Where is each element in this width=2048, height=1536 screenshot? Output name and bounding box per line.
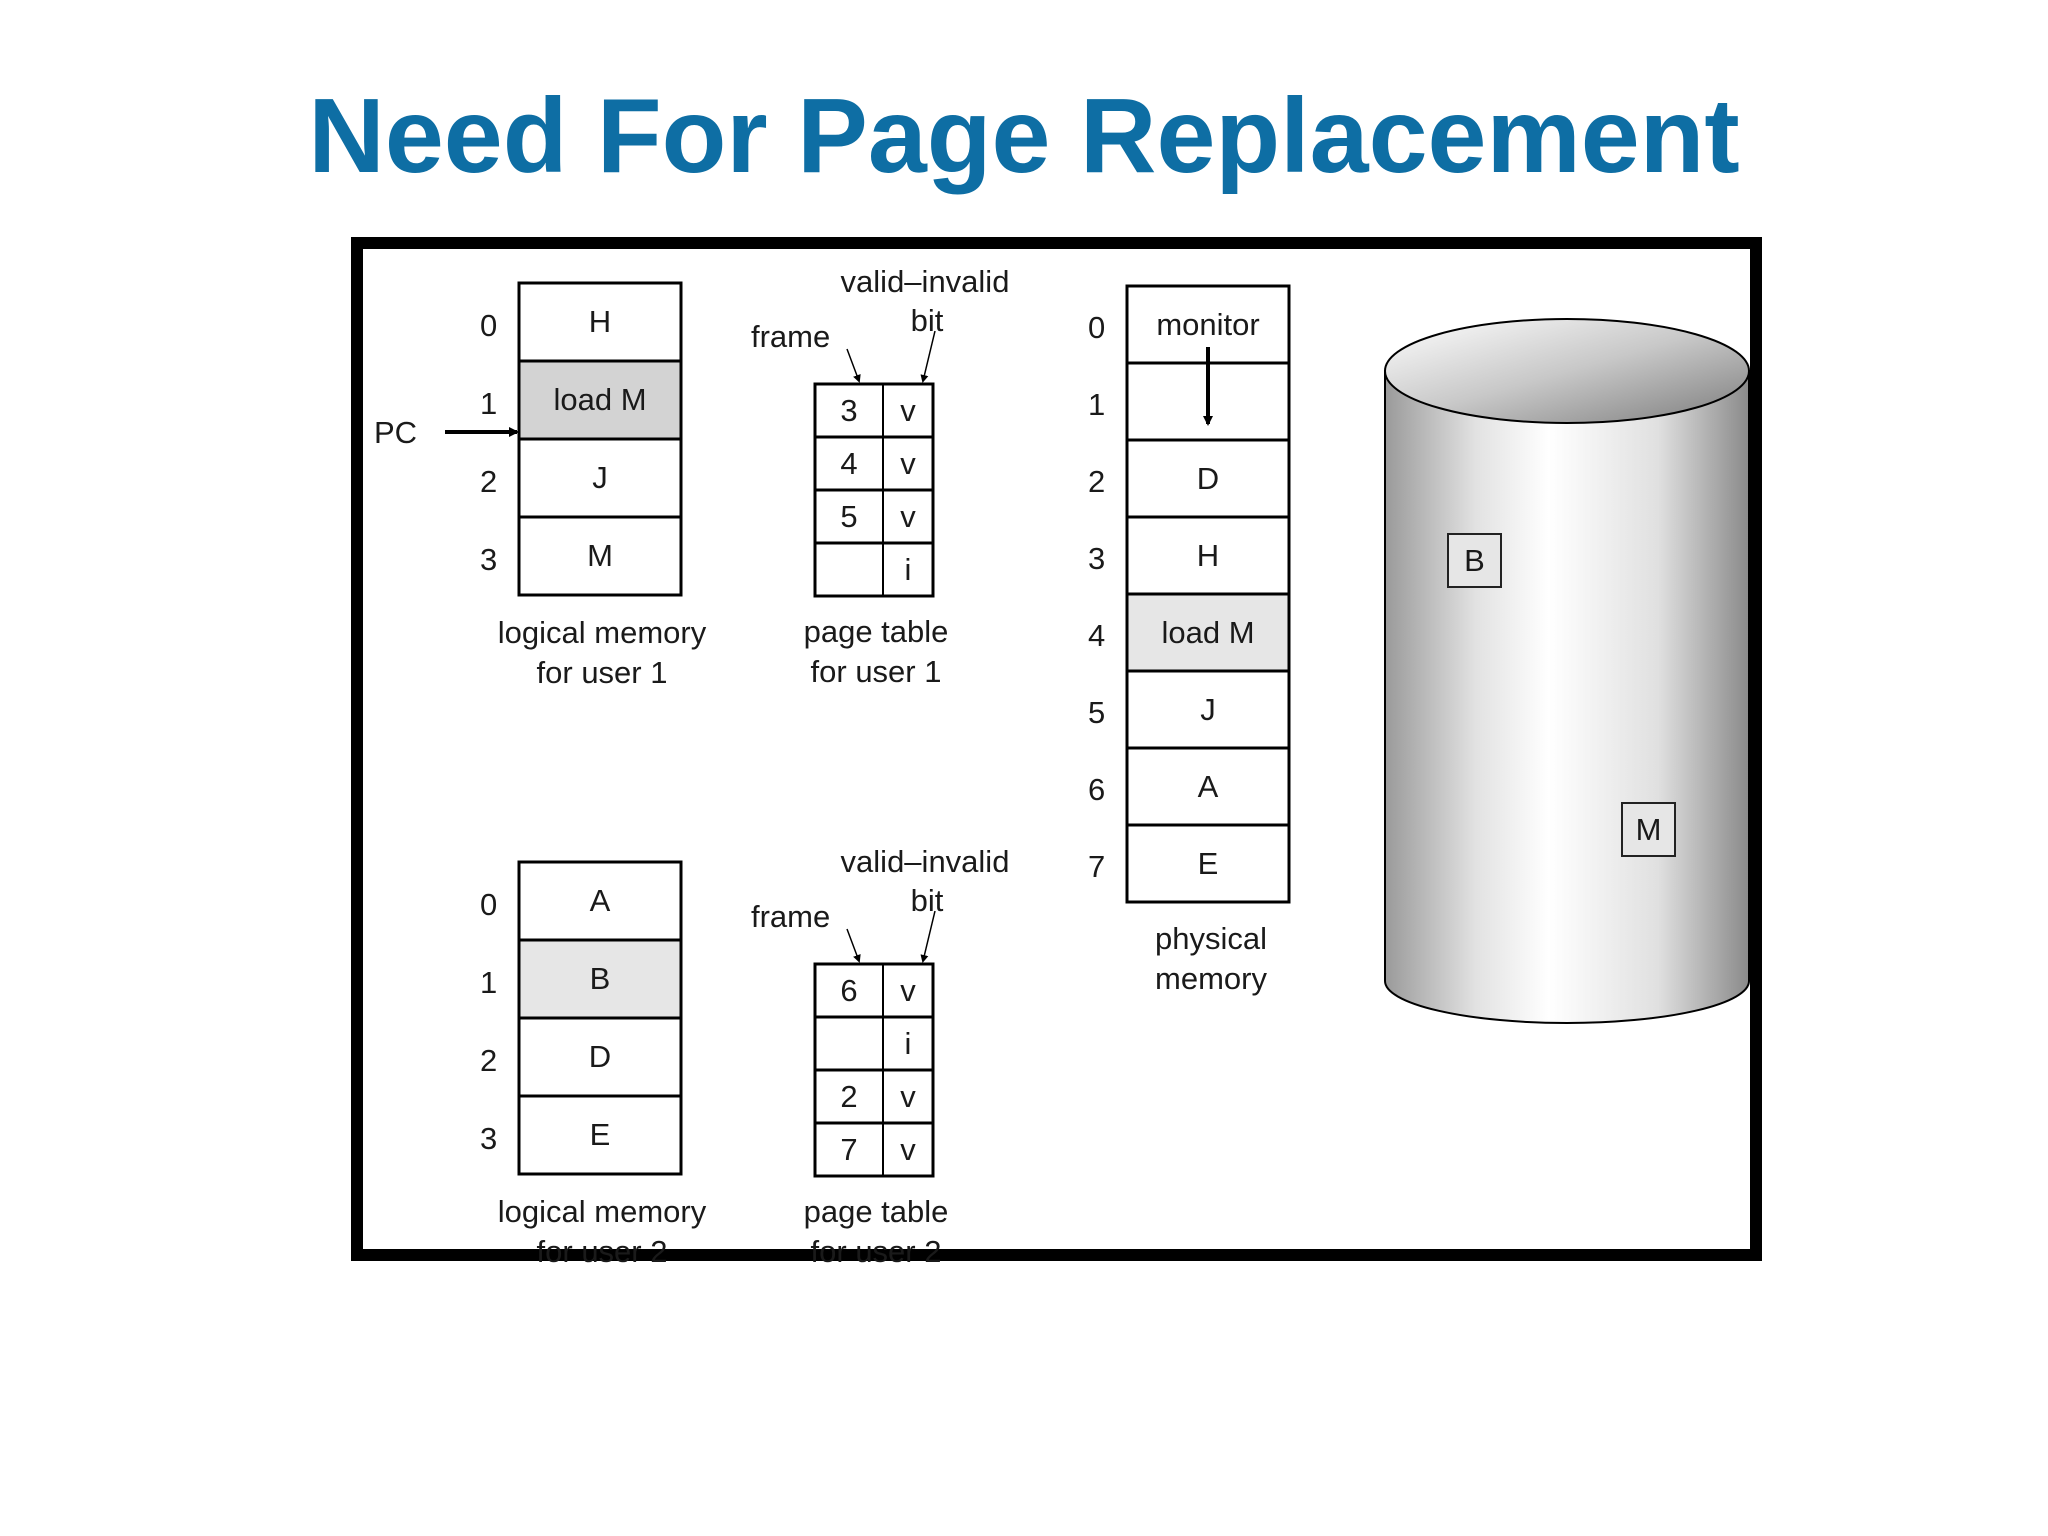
pt2-caption-line1: page table (803, 1194, 949, 1229)
pt1-caption-line2: for user 1 (810, 654, 942, 689)
pm-cell: E (1197, 845, 1219, 881)
page-table-user1 (813, 330, 936, 598)
pm-index-7: 7 (1088, 849, 1106, 884)
pm-cell: A (1197, 768, 1219, 804)
lm2-index-1: 1 (480, 965, 498, 1000)
lm2-caption-line2: for user 2 (536, 1234, 668, 1269)
lm2-cell: B (589, 961, 611, 996)
lm2-index-0: 0 (480, 887, 498, 922)
diagram-graphics (445, 281, 1750, 1178)
pt1-frame-cell (815, 543, 883, 596)
lm1-caption-line1: logical memory (497, 615, 707, 650)
pt2-bit-cell: i (904, 1025, 912, 1061)
pt2-bit-cell: v (900, 972, 916, 1008)
lm2-cell: A (589, 883, 611, 918)
pm-cell (1127, 363, 1289, 440)
pt2-bit-cell: v (900, 1131, 916, 1167)
pt2-frame-cell: 7 (840, 1131, 858, 1167)
disk-cylinder (1384, 318, 1750, 1024)
page-title: Need For Page Replacement (308, 77, 1740, 195)
physical-memory-table (1125, 284, 1291, 904)
lm1-cell: H (588, 304, 612, 339)
lm1-cell: load M (553, 382, 647, 417)
pt1-caption-line1: page table (803, 614, 949, 649)
pt2-valid-label-line2: bit (910, 883, 944, 918)
pt2-frame-cell (815, 1017, 883, 1070)
pt2-caption-line2: for user 2 (810, 1234, 942, 1269)
pt1-valid-label-line1: valid–invalid (840, 264, 1010, 299)
pt1-bit-cell: i (904, 551, 912, 587)
pt1-valid-label-line2: bit (910, 303, 944, 338)
pm-index-6: 6 (1088, 772, 1106, 807)
lm1-index-2: 2 (480, 464, 498, 499)
pm-index-3: 3 (1088, 541, 1106, 576)
pm-index-5: 5 (1088, 695, 1106, 730)
lm2-index-2: 2 (480, 1043, 498, 1078)
pm-cell: monitor (1156, 306, 1260, 342)
lm1-index-3: 3 (480, 542, 498, 577)
pt1-frame-cell: 5 (840, 498, 858, 534)
logical-memory-user1 (517, 281, 683, 597)
pt1-frame-cell: 4 (840, 445, 858, 481)
pt1-bit-cell: v (900, 498, 916, 534)
pm-cell: load M (1161, 614, 1255, 650)
pt1-frame-label: frame (751, 319, 831, 354)
pm-index-2: 2 (1088, 464, 1106, 499)
diagram-frame: 0 1 2 3 H load M J M PC logical memory f… (351, 237, 1762, 1269)
pt1-bit-cell: v (900, 445, 916, 481)
pc-label: PC (374, 415, 418, 450)
page-table-user2 (813, 910, 936, 1178)
lm2-cell: E (589, 1117, 611, 1152)
pm-index-1: 1 (1088, 387, 1106, 422)
lm2-cell: D (588, 1039, 612, 1074)
pt2-frame-cell: 6 (840, 972, 858, 1008)
pt2-bit-cell: v (900, 1078, 916, 1114)
pt2-valid-label-line1: valid–invalid (840, 844, 1010, 879)
lm1-caption-line2: for user 1 (536, 655, 668, 690)
pm-index-0: 0 (1088, 310, 1106, 345)
pm-cell: H (1196, 537, 1220, 573)
lm1-index-1: 1 (480, 386, 498, 421)
pm-cell: J (1200, 691, 1216, 727)
disk-item-b: B (1447, 533, 1502, 588)
logical-memory-user2 (517, 860, 683, 1176)
lm2-index-3: 3 (480, 1121, 498, 1156)
pt1-frame-cell: 3 (840, 392, 858, 428)
pt1-bit-cell: v (900, 392, 916, 428)
lm2-caption-line1: logical memory (497, 1194, 707, 1229)
pm-cell: D (1196, 460, 1220, 496)
lm1-cell: J (592, 460, 608, 495)
pm-caption-line1: physical (1155, 921, 1267, 956)
pt2-frame-label: frame (751, 899, 831, 934)
pm-index-4: 4 (1088, 618, 1106, 653)
disk-item-m: M (1621, 802, 1676, 857)
pm-caption-line2: memory (1155, 961, 1267, 996)
pt2-frame-cell: 2 (840, 1078, 858, 1114)
lm1-cell: M (587, 538, 613, 573)
lm1-index-0: 0 (480, 308, 498, 343)
